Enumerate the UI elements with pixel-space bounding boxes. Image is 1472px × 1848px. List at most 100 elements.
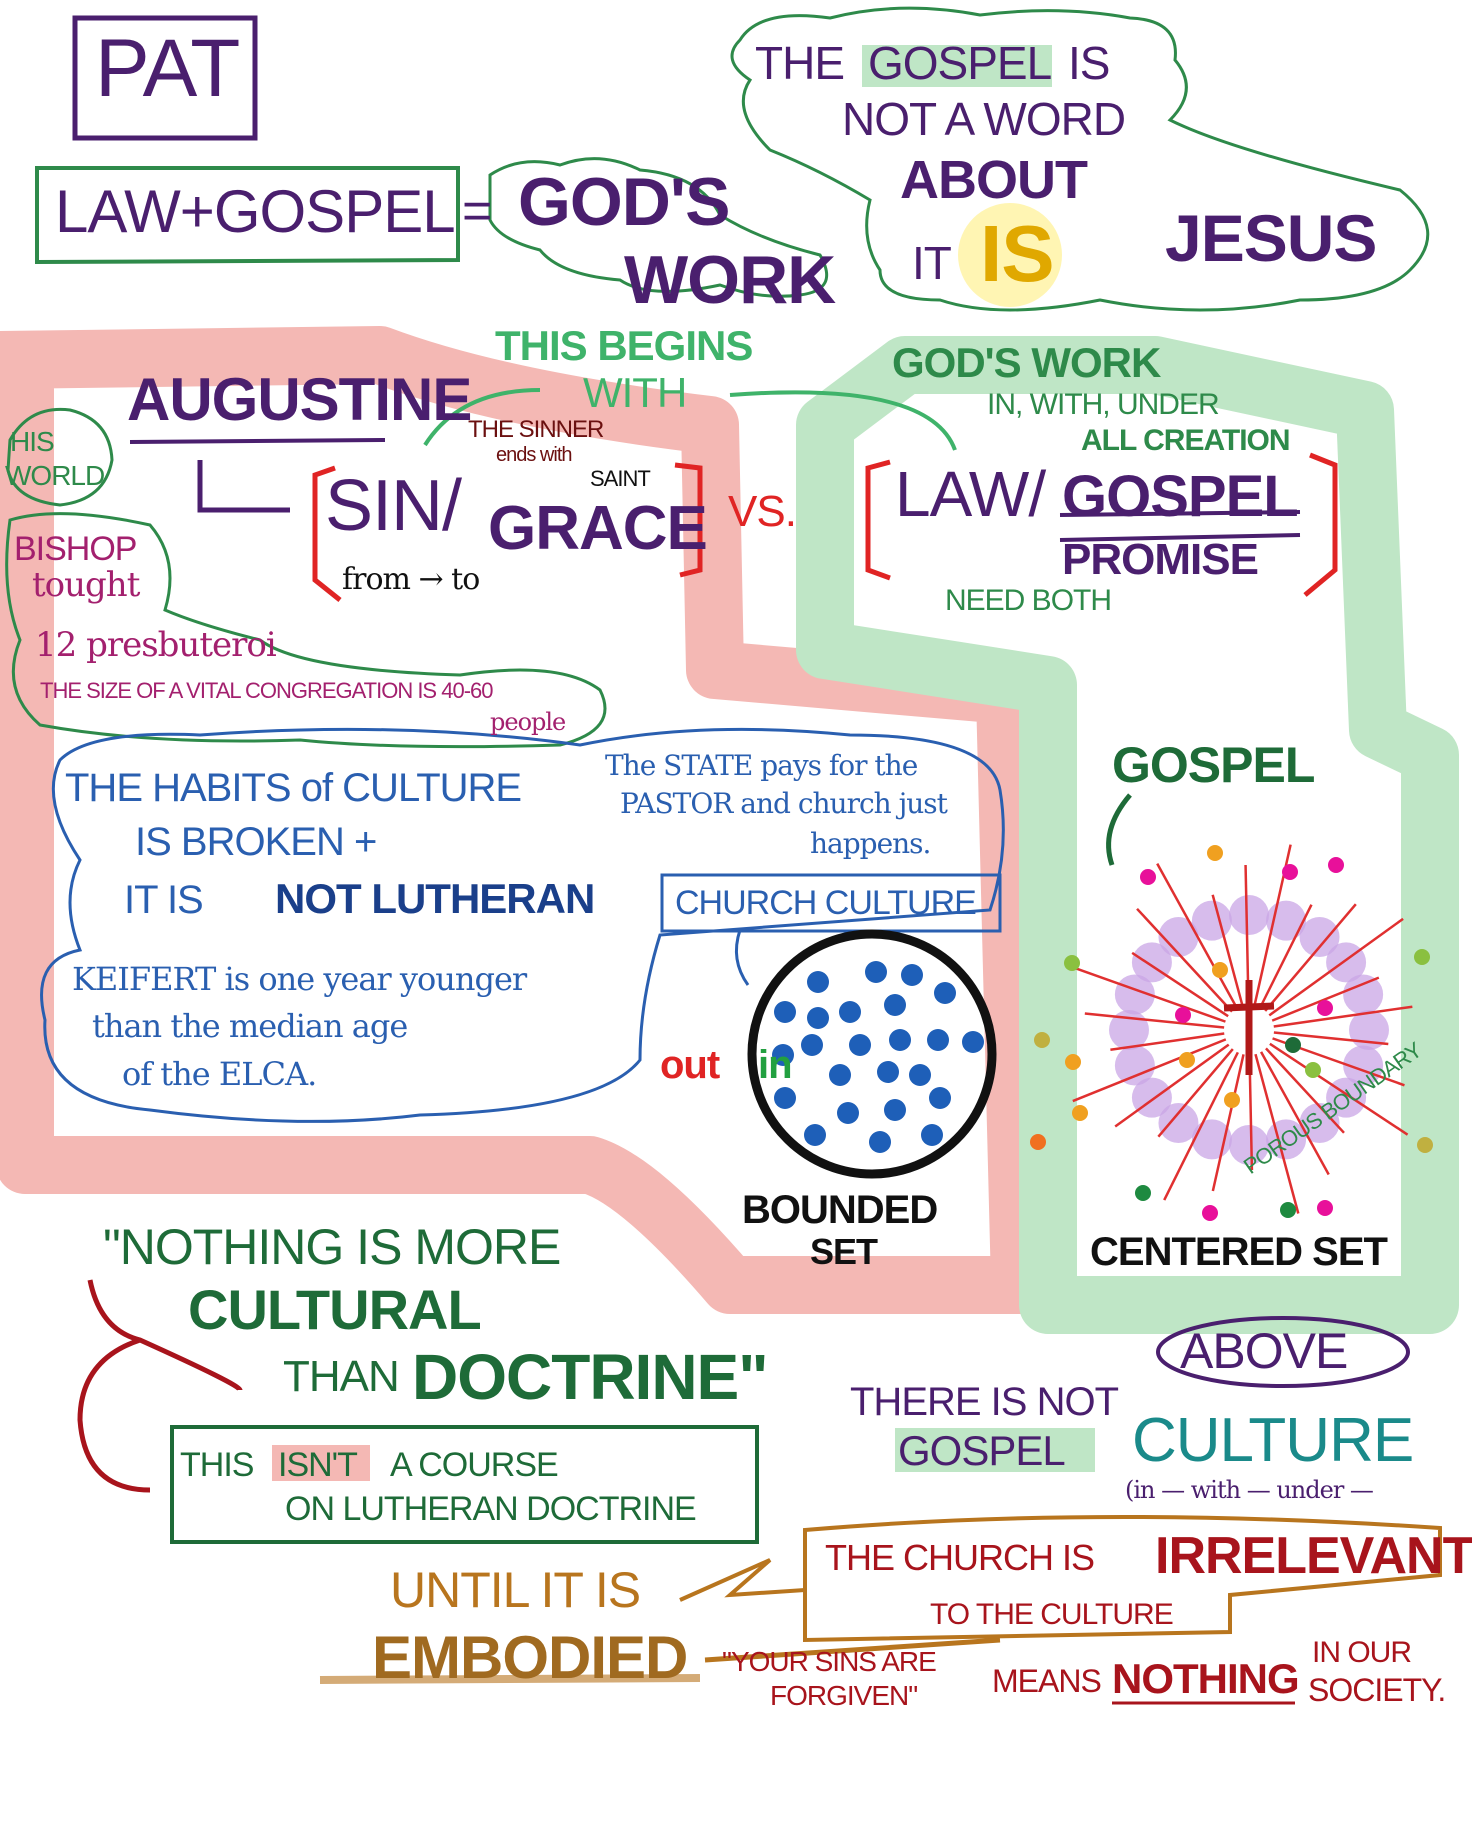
until-it-is: UNTIL IT IS (390, 1562, 641, 1618)
gospel-highlight-bottom (895, 1428, 1095, 1472)
ray-line (1273, 1005, 1413, 1028)
member-dot (927, 1029, 949, 1051)
out-label: out (660, 1043, 720, 1087)
cloud-not-a-word: NOT A WORD (842, 93, 1126, 145)
equation-left: LAW+GOSPEL (55, 178, 456, 245)
culture-note-gospel: GOSPEL (898, 1427, 1066, 1474)
bishop-line3: 12 presbuteroi (35, 625, 277, 665)
member-dot (774, 1087, 796, 1109)
member-dot (901, 964, 923, 986)
forgiven-quote2: FORGIVEN" (770, 1680, 918, 1711)
his-world-1: HIS (10, 426, 55, 457)
person-dot (1065, 1054, 1081, 1070)
his-world-cloud (6, 407, 114, 507)
ends-with-note: ends with (496, 444, 572, 466)
ray-line (1072, 1038, 1227, 1103)
bishop-line2: tought (32, 565, 140, 605)
state-line1: The STATE pays for the (605, 749, 918, 782)
quote-line3a: THAN (283, 1352, 400, 1401)
person-dot (1030, 1134, 1046, 1150)
boundary-circle (1229, 895, 1269, 935)
person-dot (1317, 1000, 1333, 1016)
quote-line2: CULTURAL (188, 1278, 482, 1341)
habits-line2: IS BROKEN + (135, 820, 377, 864)
forgiven-in-our: IN OUR (1312, 1636, 1412, 1669)
boundary-circle (1191, 900, 1232, 941)
member-dot (849, 1034, 871, 1056)
bishop-line4: THE SIZE OF A VITAL CONGREGATION IS 40-6… (40, 678, 493, 703)
culture-label: CULTURE (1132, 1406, 1414, 1475)
cloud-is: IS (1068, 37, 1110, 89)
person-dot (1305, 1062, 1321, 1078)
title-pat: PAT (95, 23, 240, 114)
promise-label: PROMISE (1062, 535, 1259, 584)
ray-line (1131, 951, 1229, 1018)
person-dot (1179, 1052, 1195, 1068)
member-dot (772, 1044, 794, 1066)
keifert-line3: of the ELCA. (122, 1055, 317, 1093)
gospel-highlight-top (862, 45, 1052, 87)
gospel-arrow (1106, 793, 1132, 866)
member-dot (877, 1061, 899, 1083)
sin-grace-bracket-right (674, 462, 703, 578)
ray-line (1136, 907, 1233, 1013)
keifert-line1: KEIFERT is one year younger (72, 960, 527, 998)
forgiven-quote1: "YOUR SINS ARE (722, 1646, 937, 1677)
ray-line (1110, 1032, 1225, 1052)
person-dot (1140, 869, 1156, 885)
habits-line3b: NOT LUTHERAN (275, 875, 595, 922)
person-dot (1224, 1092, 1240, 1108)
person-dot (1280, 1202, 1296, 1218)
member-dot (921, 1124, 943, 1146)
begins-line2: WITH (583, 369, 687, 416)
church-culture-label: CHURCH CULTURE (675, 884, 977, 922)
member-dot (884, 994, 906, 1016)
augustine-title: AUGUSTINE (127, 366, 472, 433)
equation-work: WORK (624, 242, 836, 318)
member-dot (774, 1001, 796, 1023)
member-dot (839, 1001, 861, 1023)
law-gospel-bracket-left (865, 459, 891, 581)
person-dot (1285, 1037, 1301, 1053)
boundary-circle (1343, 1045, 1384, 1086)
pink-band (0, 326, 1049, 1314)
boundary-circle (1158, 916, 1199, 957)
law-label: LAW/ (895, 458, 1046, 530)
church-culture-arrow (734, 929, 750, 986)
gods-work-title: GOD'S WORK (892, 339, 1161, 386)
state-line3: happens. (810, 827, 931, 860)
habits-line3a: IT IS (124, 878, 204, 922)
person-dot (1175, 1007, 1191, 1023)
forgiven-nothing: NOTHING (1112, 1655, 1300, 1702)
ray-line (1259, 904, 1313, 1009)
centered-label: CENTERED SET (1090, 1230, 1388, 1274)
person-dot (1417, 1137, 1433, 1153)
there-is-not: THERE IS NOT (850, 1380, 1119, 1424)
ray-line (1268, 917, 1404, 1017)
equation-equals: = (462, 182, 492, 240)
bishop-line5: people (490, 708, 566, 736)
bishop-line1: BISHOP (14, 530, 137, 568)
bounded-set-circle (747, 929, 997, 1179)
quote-line1: "NOTHING IS MORE (103, 1219, 561, 1275)
irrelevant-line1b: IRRELEVANT (1155, 1527, 1472, 1585)
person-dot (1317, 1200, 1333, 1216)
ray-line (1269, 1042, 1409, 1136)
sin-label: SIN/ (325, 466, 462, 546)
boundary-circle (1343, 974, 1384, 1015)
need-both-label: NEED BOTH (945, 584, 1112, 617)
green-band (796, 336, 1459, 1334)
ray-line (1271, 976, 1380, 1022)
is-glow (958, 203, 1062, 307)
ray-line (1069, 965, 1226, 1023)
gods-work-all-creation: ALL CREATION (1081, 424, 1291, 457)
top-cloud (730, 6, 1430, 312)
culture-cloud (40, 727, 1005, 1123)
ray-line (1259, 1051, 1330, 1176)
person-dot (1328, 857, 1344, 873)
member-dot (909, 1064, 931, 1086)
cloud-is-highlight: IS (980, 209, 1055, 298)
law-gospel-bracket-right (1303, 452, 1338, 597)
